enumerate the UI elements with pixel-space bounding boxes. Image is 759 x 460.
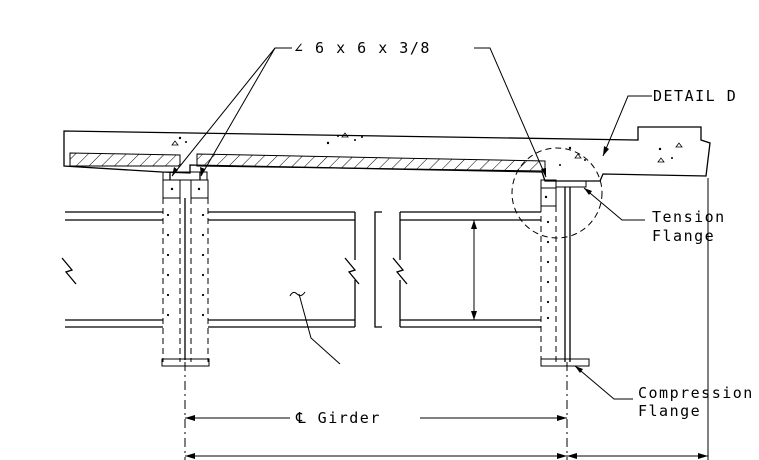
tension-label-line2: Flange — [652, 227, 715, 245]
detail-d-label: DETAIL D — [653, 87, 737, 105]
overall-dimension — [185, 453, 708, 459]
compression-flange-leader — [574, 365, 633, 400]
girder-dimension-label: ℄ Girder — [295, 409, 381, 427]
girder-spacing-dimension — [185, 415, 567, 421]
compression-label-line1: Compression — [638, 384, 754, 402]
tension-flange-leader — [583, 187, 645, 221]
diaphragm-middle — [208, 211, 541, 328]
depth-dimension — [471, 220, 477, 320]
detail-d-circle — [511, 95, 652, 239]
angle-callout-leaders — [171, 47, 547, 178]
deck-slab — [63, 126, 711, 182]
tension-label-line1: Tension — [652, 208, 726, 226]
concrete-aggregate — [171, 132, 683, 166]
deck-form-hatching — [69, 152, 546, 172]
diaphragm-left — [61, 211, 163, 328]
angle-callout-label: ∠ 6 x 6 x 3/8 — [294, 39, 431, 57]
compression-label-line2: Flange — [638, 402, 701, 420]
web-symbol — [289, 291, 341, 365]
left-girder — [161, 171, 210, 367]
centerlines — [184, 178, 709, 460]
right-girder — [540, 179, 590, 367]
